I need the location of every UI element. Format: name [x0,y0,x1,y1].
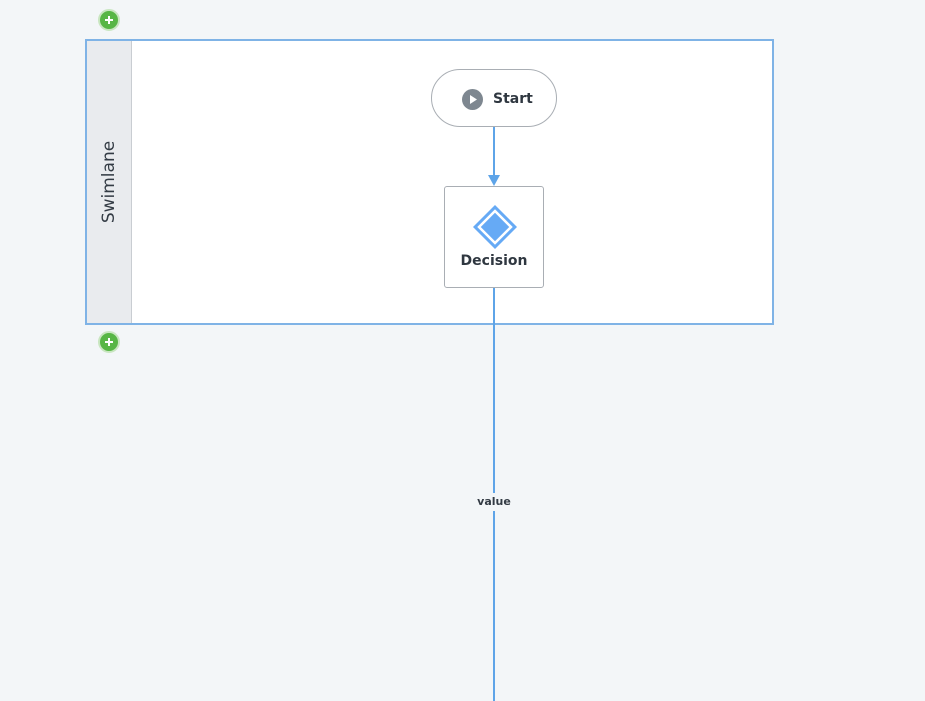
decision-node-label: Decision [460,253,528,269]
plus-circle-icon [105,16,113,24]
add-swimlane-above-button[interactable] [98,9,120,31]
diamond-icon [473,205,517,249]
swimlane-header[interactable]: Swimlane [87,41,132,323]
start-node-label: Start [493,91,533,107]
plus-circle-icon [105,338,113,346]
add-swimlane-below-button[interactable] [98,331,120,353]
edge-label-value[interactable]: value [470,493,518,511]
swimlane-title: Swimlane [99,140,119,224]
swimlane[interactable]: Swimlane [85,39,774,325]
decision-node[interactable]: Decision [444,186,544,288]
play-icon [462,89,483,110]
start-node[interactable]: Start [431,69,557,127]
